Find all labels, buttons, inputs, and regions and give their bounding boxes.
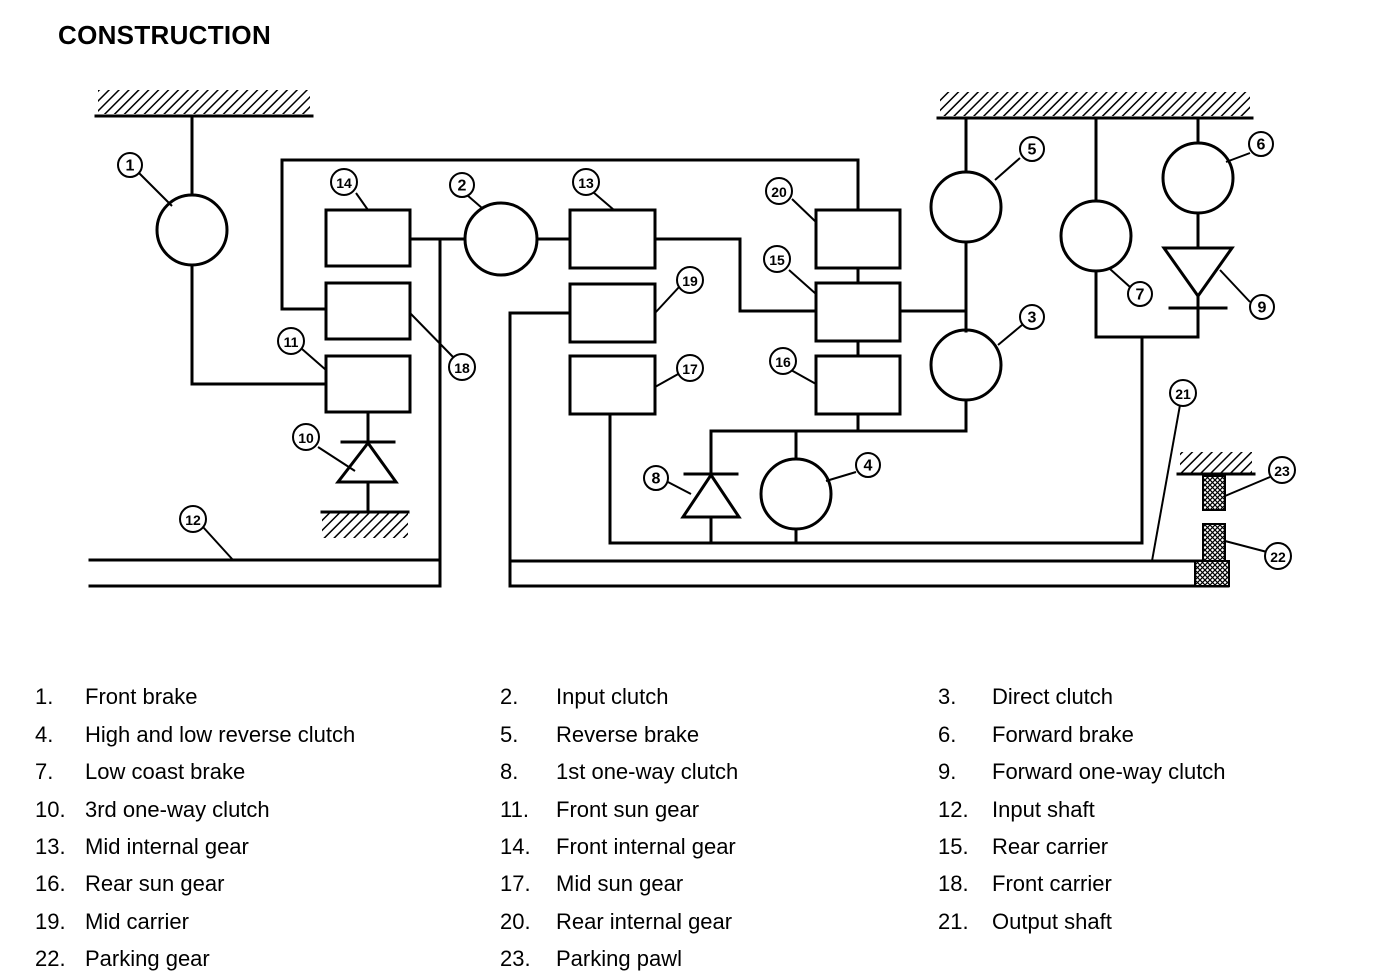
callout-11: 11 (277, 327, 305, 355)
svg-text:1: 1 (126, 158, 135, 175)
front-carrier-box (324, 281, 412, 341)
callout-19: 19 (676, 266, 704, 294)
reverse-brake-symbol (929, 170, 1003, 244)
callout-18: 18 (448, 353, 476, 381)
callout-12: 12 (179, 505, 207, 533)
callout-6: 6 (1248, 131, 1274, 157)
front-internal-gear-box (324, 208, 412, 268)
callout-13: 13 (572, 168, 600, 196)
high-low-reverse-clutch-symbol (759, 457, 833, 531)
svg-text:6: 6 (1257, 137, 1266, 154)
svg-text:5: 5 (1028, 142, 1037, 159)
svg-text:4: 4 (864, 458, 873, 475)
svg-text:2: 2 (458, 178, 467, 195)
svg-text:17: 17 (682, 361, 698, 377)
transmission-schematic: 1 2 3 4 5 6 7 8 9 10 11 12 13 14 15 16 1… (88, 90, 1296, 588)
callout-14: 14 (330, 168, 358, 196)
svg-text:3: 3 (1028, 310, 1037, 327)
mid-sun-gear-box (568, 354, 657, 416)
mid-carrier-box (568, 282, 657, 344)
3rd-one-way-clutch-symbol (334, 440, 399, 484)
front-brake-symbol (155, 193, 229, 267)
svg-text:7: 7 (1136, 287, 1145, 304)
svg-text:14: 14 (336, 175, 352, 191)
input-clutch-symbol (463, 201, 539, 277)
svg-text:22: 22 (1270, 549, 1286, 565)
front-sun-gear-box (324, 354, 412, 414)
parking-gear-symbol (1202, 523, 1226, 563)
1st-one-way-clutch-symbol (680, 472, 742, 519)
ground-bottom (320, 510, 410, 538)
svg-text:9: 9 (1258, 300, 1267, 317)
callout-22: 22 (1264, 542, 1292, 570)
svg-text:23: 23 (1274, 463, 1290, 479)
ground-left (94, 90, 314, 118)
svg-text:10: 10 (298, 430, 314, 446)
callout-3: 3 (1019, 304, 1045, 330)
low-coast-brake-symbol (1059, 199, 1133, 273)
callout-2: 2 (449, 172, 475, 198)
svg-text:11: 11 (284, 334, 299, 350)
callout-10: 10 (292, 423, 320, 451)
callout-16: 16 (769, 347, 797, 375)
rear-sun-gear-box (814, 354, 902, 416)
direct-clutch-symbol (929, 328, 1003, 402)
rear-internal-gear-box (814, 208, 902, 270)
ground-parking (1176, 452, 1256, 476)
mid-internal-gear-box (568, 208, 657, 270)
component-legend: 1.Front brake 2.Input clutch 3.Direct cl… (35, 684, 1226, 971)
forward-one-way-clutch-symbol (1161, 246, 1235, 299)
svg-text:18: 18 (454, 360, 470, 376)
svg-text:21: 21 (1175, 386, 1191, 402)
svg-text:8: 8 (652, 471, 661, 488)
callout-9: 9 (1249, 294, 1275, 320)
callout-8: 8 (643, 465, 669, 491)
svg-text:15: 15 (769, 252, 785, 268)
callout-4: 4 (855, 452, 881, 478)
ground-right (936, 92, 1254, 120)
callout-1: 1 (117, 152, 143, 178)
svg-text:16: 16 (775, 354, 791, 370)
callout-5: 5 (1019, 136, 1045, 162)
callout-21: 21 (1169, 379, 1197, 407)
callout-23: 23 (1268, 456, 1296, 484)
parking-pawl-symbol (1202, 475, 1226, 511)
callout-17: 17 (676, 354, 704, 382)
callout-20: 20 (765, 177, 793, 205)
svg-text:13: 13 (578, 175, 594, 191)
page-title: CONSTRUCTION (58, 20, 272, 50)
svg-text:12: 12 (185, 512, 201, 528)
rear-carrier-box (814, 281, 902, 343)
callout-15: 15 (763, 245, 791, 273)
forward-brake-symbol (1161, 141, 1235, 215)
svg-text:20: 20 (771, 184, 787, 200)
svg-text:19: 19 (682, 273, 698, 289)
callout-7: 7 (1127, 281, 1153, 307)
